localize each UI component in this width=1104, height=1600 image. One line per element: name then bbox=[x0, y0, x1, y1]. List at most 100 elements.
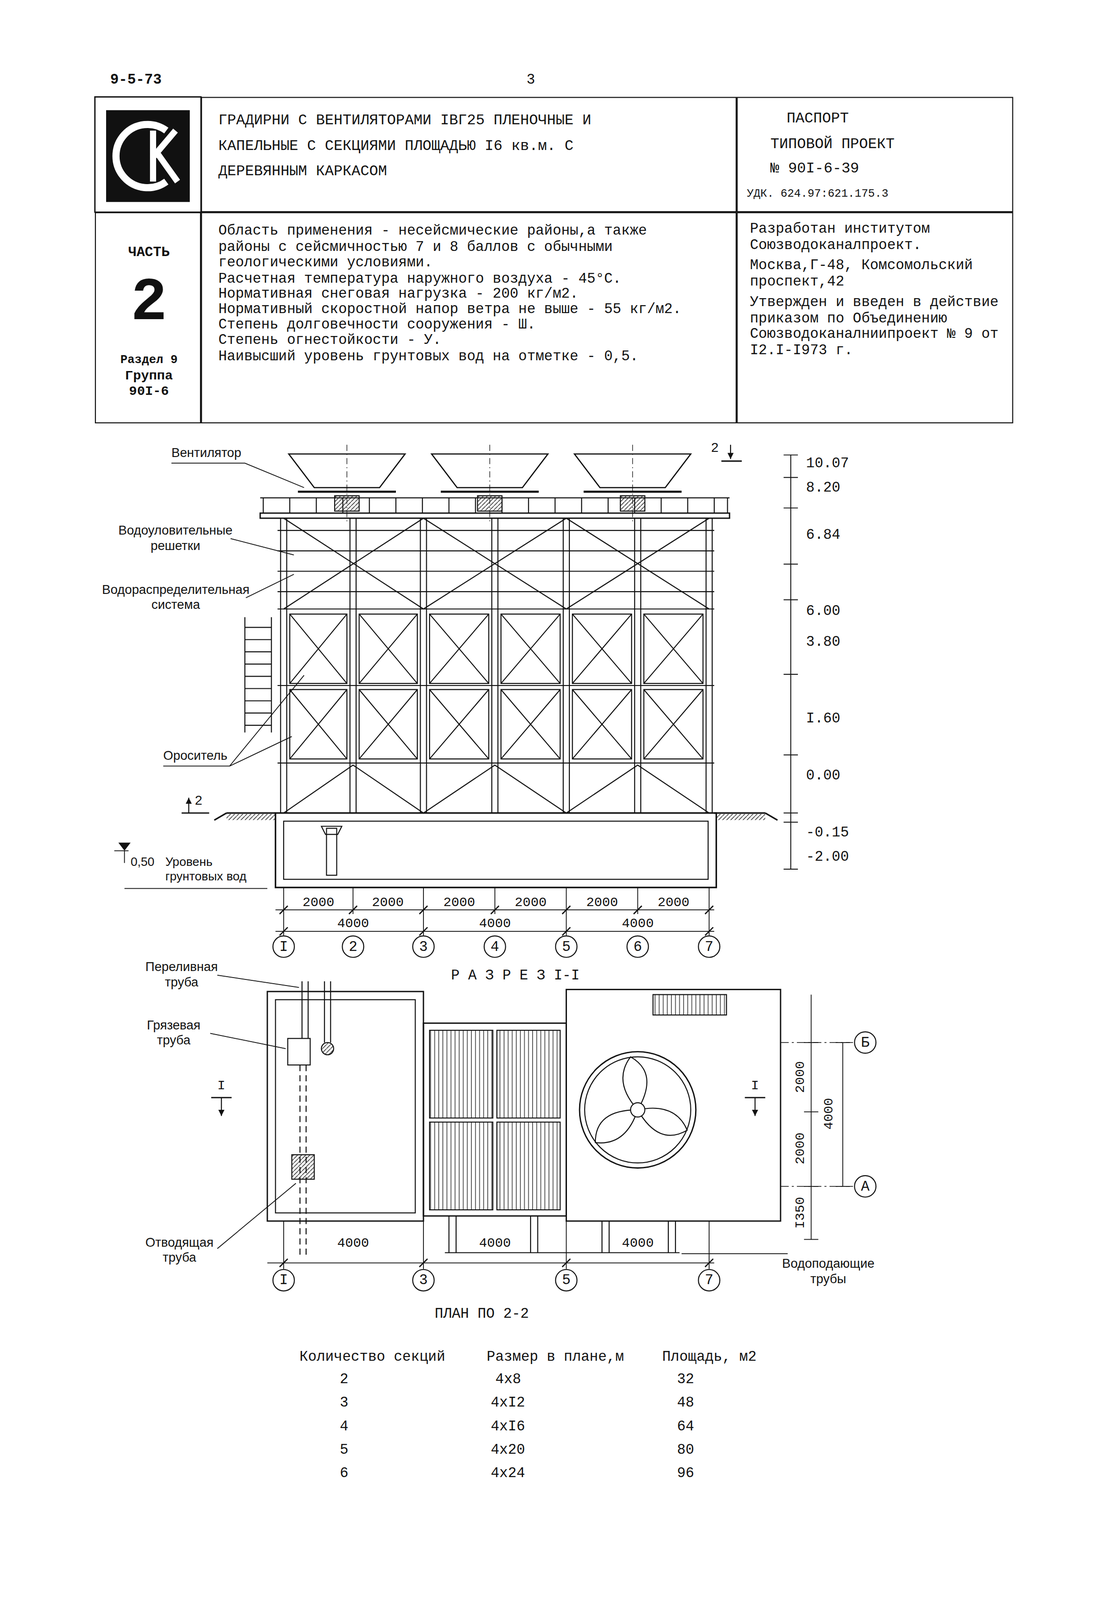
table-cell: 64 bbox=[676, 1418, 695, 1436]
bracing bbox=[283, 518, 710, 610]
level-value: 0,50 bbox=[130, 854, 155, 870]
section-drawing bbox=[114, 444, 798, 936]
beam bbox=[277, 530, 715, 764]
dimension: 2000 bbox=[443, 894, 476, 911]
level-mark bbox=[118, 842, 131, 851]
section-line bbox=[181, 461, 742, 814]
cell-text: Область применения - несейсмические райо… bbox=[218, 223, 698, 272]
logo bbox=[94, 96, 201, 213]
elevation-mark: 6.84 bbox=[806, 526, 841, 544]
pipe bbox=[321, 826, 343, 835]
table-header: Площадь, м2 bbox=[662, 1348, 757, 1367]
axis-bubble: 2 bbox=[341, 935, 365, 959]
axis-label: 7 bbox=[698, 1270, 720, 1291]
axis-label: 7 bbox=[698, 936, 720, 958]
basin bbox=[275, 999, 416, 1213]
pipe bbox=[321, 1042, 334, 1055]
page-number: 3 bbox=[526, 71, 535, 89]
axis-label: 4 bbox=[484, 936, 506, 958]
table-cell: 4xI6 bbox=[490, 1418, 525, 1436]
ground-hatch bbox=[716, 814, 766, 821]
axis-bubble: 3 bbox=[412, 935, 435, 959]
cell-text: Расчетная температура наружного воздуха … bbox=[218, 271, 719, 288]
axis-line bbox=[780, 1042, 854, 1187]
table-cell: 4xI2 bbox=[490, 1394, 525, 1413]
view-title: Р А З Р Е З I-I bbox=[451, 967, 580, 985]
fan-blade bbox=[623, 1057, 647, 1111]
dimension: 4000 bbox=[820, 1097, 837, 1130]
dimension: 2000 bbox=[302, 894, 335, 911]
part-label: Грязевая труба bbox=[146, 1018, 201, 1049]
axis-label: 2 bbox=[342, 936, 364, 958]
dimension-line bbox=[267, 1221, 715, 1270]
table-cell: 3 bbox=[339, 1394, 349, 1413]
dimension-line bbox=[803, 994, 850, 1240]
cell-text: Раздел 9 bbox=[95, 351, 202, 369]
fill-slats bbox=[496, 1030, 560, 1119]
leader-line bbox=[210, 975, 789, 1255]
section-mark: 2 bbox=[711, 439, 719, 456]
dimension: 2000 bbox=[586, 894, 618, 911]
view-title: ПЛАН ПО 2-2 bbox=[434, 1305, 530, 1324]
plan-drawing bbox=[210, 975, 854, 1270]
cell-text: ТИПОВОЙ ПРОЕКТ bbox=[770, 135, 895, 153]
cell-text: Группа 90I-6 bbox=[116, 368, 182, 399]
dimension-tick bbox=[279, 1259, 714, 1268]
table-cell: 5 bbox=[339, 1441, 349, 1460]
logo bbox=[106, 110, 190, 202]
axis-label: 3 bbox=[413, 1270, 434, 1291]
column bbox=[280, 518, 712, 814]
ladder bbox=[244, 617, 272, 733]
part-label: Вентилятор bbox=[171, 445, 242, 462]
section-line bbox=[211, 1096, 766, 1099]
axis-bubble: 7 bbox=[697, 935, 721, 959]
part-cell: ЧАСТЬ2Раздел 9Группа 90I-6 bbox=[94, 212, 201, 424]
cell-text: УДК. 624.97:621.175.3 bbox=[746, 187, 889, 201]
title-cell: ГРАДИРНИ С ВЕНТИЛЯТОРАМИ IВГ25 ПЛЕНОЧНЫЕ… bbox=[200, 96, 737, 213]
cell-text: № 90I-6-39 bbox=[770, 160, 860, 178]
fill-slats bbox=[496, 1122, 560, 1211]
fill-block bbox=[289, 614, 703, 760]
cell-text: Нормативный скоростной напор ветра не вы… bbox=[218, 301, 719, 318]
bracing bbox=[283, 765, 710, 814]
table-cell: 2 bbox=[339, 1371, 349, 1389]
deck bbox=[260, 513, 730, 519]
cell-text: Степень огнестойкости - У. bbox=[218, 332, 719, 349]
table-cell: 96 bbox=[676, 1465, 695, 1483]
axis-bubble: 4 bbox=[483, 935, 507, 959]
cell-text: ПАСПОРТ bbox=[786, 110, 849, 128]
dimension-line bbox=[275, 887, 715, 936]
dimension-tick bbox=[279, 906, 714, 936]
axis-bubble: А bbox=[853, 1175, 877, 1198]
table-cell: 4 bbox=[339, 1418, 349, 1436]
table-cell: 32 bbox=[676, 1371, 695, 1389]
part-label: Водоуловительные решетки bbox=[118, 523, 233, 554]
section-mark: I bbox=[217, 1078, 226, 1095]
leader-line bbox=[163, 463, 304, 767]
description-cell: Область применения - несейсмические райо… bbox=[200, 212, 737, 424]
pipe bbox=[291, 1154, 315, 1180]
section-mark: I bbox=[751, 1078, 760, 1095]
dimension: 4000 bbox=[622, 916, 654, 932]
table-cell: 4x20 bbox=[490, 1441, 525, 1460]
dimension: 2000 bbox=[372, 894, 404, 911]
axis-bubble: 5 bbox=[555, 1269, 578, 1292]
dimension: 2000 bbox=[792, 1061, 809, 1094]
part-label: Переливная труба bbox=[145, 960, 218, 991]
elevation-mark: 6.00 bbox=[806, 602, 841, 621]
elevation-mark: 8.20 bbox=[806, 479, 841, 497]
elevation-mark: 10.07 bbox=[806, 455, 850, 473]
axis-bubble: I bbox=[272, 935, 295, 959]
dimension: 2000 bbox=[514, 894, 547, 911]
dimension: 4000 bbox=[336, 1235, 369, 1252]
cell-text: Разработан институтом Союзводоканалпроек… bbox=[750, 221, 1008, 254]
elevation-mark: -0.15 bbox=[806, 824, 850, 842]
cell-text: Наивысший уровень грунтовых вод на отмет… bbox=[218, 349, 719, 366]
table-cell: 48 bbox=[676, 1394, 695, 1413]
axis-label: 6 bbox=[627, 936, 649, 958]
ground-line bbox=[214, 813, 778, 821]
dimension: 4000 bbox=[622, 1235, 654, 1252]
axis-label: А bbox=[854, 1176, 876, 1198]
table-cell: 4x24 bbox=[490, 1465, 525, 1483]
